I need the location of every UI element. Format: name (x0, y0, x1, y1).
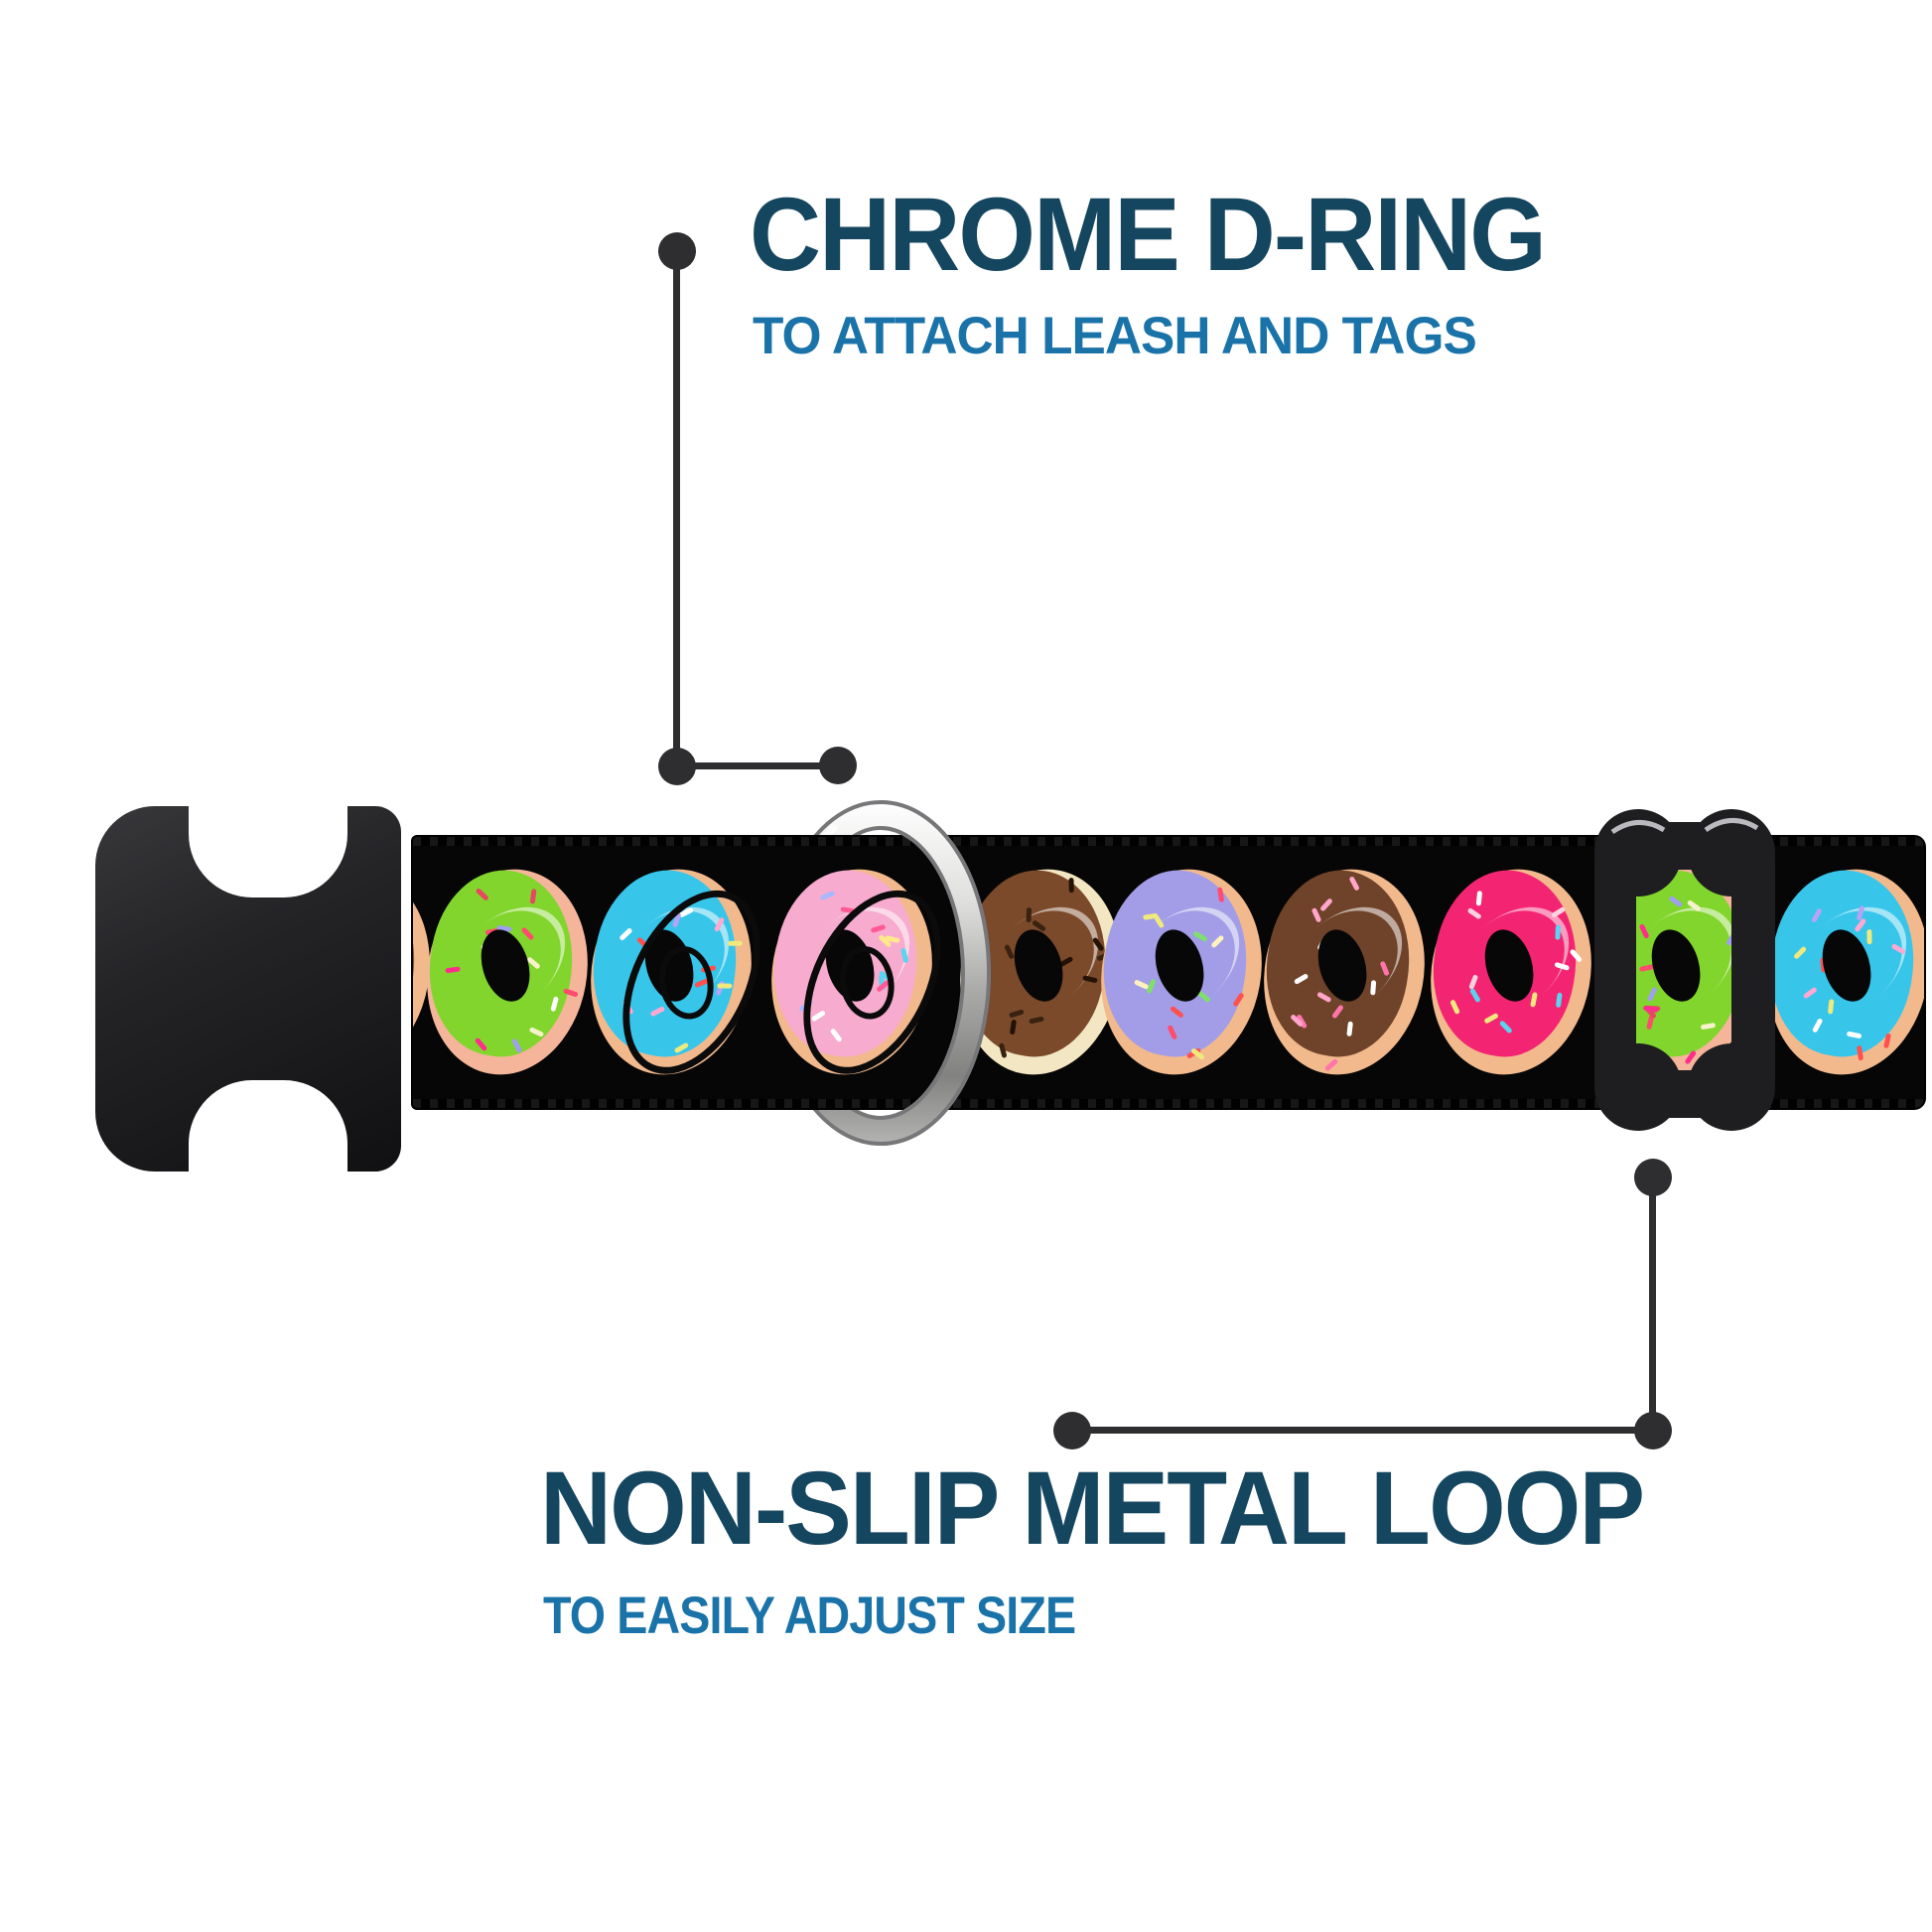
donut-green-frosted (413, 856, 604, 1088)
loop-subtitle: TO EASILY ADJUST SIZE (543, 1587, 1076, 1645)
donut-blue-frosted (1752, 856, 1924, 1088)
donut-pink-frosted (756, 856, 968, 1097)
sprinkle (1026, 906, 1032, 922)
callout-line (677, 762, 838, 769)
sprinkle (1554, 924, 1561, 940)
callout-dot (819, 747, 857, 784)
callout-line (673, 251, 680, 766)
callout-line (1072, 1427, 1653, 1434)
donut-chocolate-frosted (1248, 856, 1441, 1088)
sprinkle (1475, 891, 1482, 906)
dring-title: CHROME D-RING (750, 177, 1547, 293)
donut-green-frosted (1582, 856, 1774, 1088)
sprinkle (1866, 929, 1872, 945)
callout-dot (1053, 1412, 1091, 1449)
donut-blue-frosted (575, 856, 787, 1097)
donut-hot-pink-frosted (1415, 856, 1607, 1088)
collar-strap (413, 837, 1924, 1108)
buckle-notch (189, 1080, 347, 1177)
webbing-stitch-edge (413, 837, 1924, 846)
callout-line (1649, 1177, 1656, 1431)
loop-title: NON-SLIP METAL LOOP (540, 1450, 1645, 1567)
buckle-notch (189, 800, 347, 897)
webbing-stitch-edge (413, 1099, 1924, 1108)
sprinkle (1067, 878, 1074, 894)
dring-subtitle: TO ATTACH LEASH AND TAGS (753, 307, 1477, 365)
